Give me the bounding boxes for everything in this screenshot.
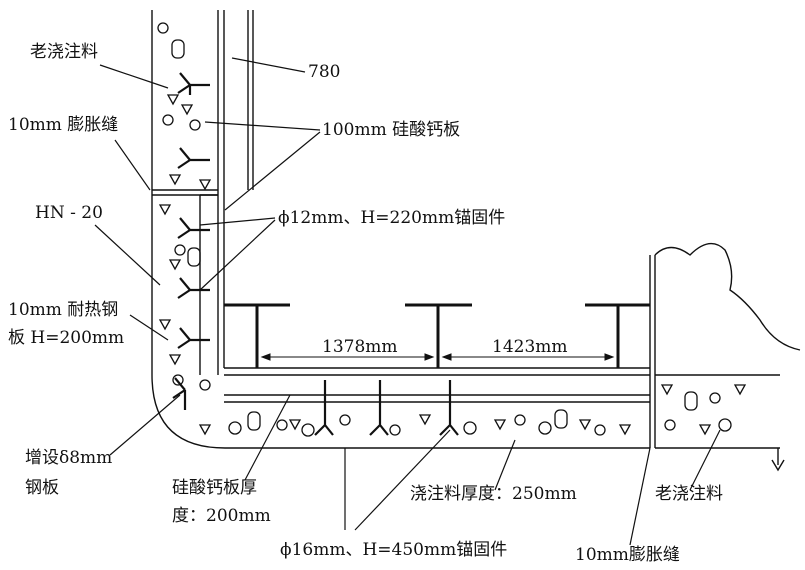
label-hn20: HN - 20 <box>35 203 103 223</box>
label-old-castable-right: 老浇注料 <box>655 484 723 504</box>
label-span-1378: 1378mm <box>322 337 398 357</box>
dimension-lines <box>260 353 615 361</box>
aggregate-cylinders <box>171 39 698 431</box>
label-anchor-16: ϕ16mm、H=450mm锚固件 <box>280 540 508 560</box>
label-expansion-joint-wall: 10mm 膨胀缝 <box>8 115 119 135</box>
leader-lines <box>94 57 721 546</box>
label-added-plate-2: 钢板 <box>25 478 59 498</box>
label-anchor-12: ϕ12mm、H=220mm锚固件 <box>278 208 506 228</box>
aggregate-circles <box>157 22 732 437</box>
t-supports <box>224 303 650 368</box>
aggregate-triangles <box>158 94 747 436</box>
label-board-thickness-1: 硅酸钙板厚 <box>172 478 257 498</box>
floor-castable-layer <box>151 255 780 449</box>
wall-castable-layer <box>151 10 254 375</box>
label-dim-780: 780 <box>308 62 341 82</box>
label-heat-resistant-plate-1: 10mm 耐热钢 <box>8 300 119 320</box>
rubble-edge <box>654 242 801 351</box>
label-castable-thickness: 浇注料厚度：250mm <box>410 484 577 504</box>
label-calcium-silicate-board: 100mm 硅酸钙板 <box>322 120 461 140</box>
label-heat-resistant-plate-2: 板 H=200mm <box>8 328 125 348</box>
label-added-plate-1: 增设δ8mm <box>25 448 113 468</box>
label-span-1423: 1423mm <box>492 337 568 357</box>
label-expansion-joint-floor: 10mm膨胀缝 <box>575 545 680 565</box>
label-board-thickness-2: 度：200mm <box>172 506 271 526</box>
label-old-castable-top: 老浇注料 <box>30 42 98 62</box>
